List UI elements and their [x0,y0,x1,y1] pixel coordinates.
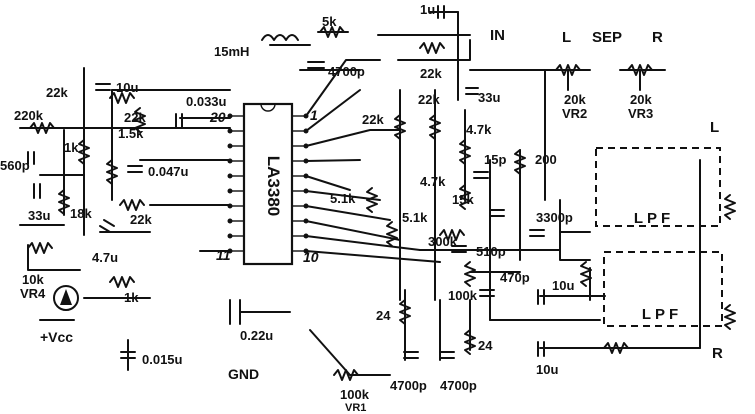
value-22k-top: 22k [420,66,442,81]
value-5k: 5k [322,14,337,29]
value-15mh: 15mH [214,44,249,59]
value-33u-right: 33u [478,90,500,105]
circuit-traces [19,11,701,376]
ic-pin-10: 10 [303,249,319,265]
value-22k-left: 22k [46,85,68,100]
lpf-lower-label: LPF [642,306,682,323]
value-4-7k-b: 4.7k [420,174,446,189]
vr4-meter-icon [53,285,79,311]
control-labels: VR1 VR2 VR3 VR4 [20,106,653,414]
value-560p: 560p [0,158,30,173]
vr4-label: VR4 [20,286,46,301]
left-channel-label: L [562,29,571,46]
value-1k-a: 1k [64,140,79,155]
value-4700p-b2: 4700p [440,378,477,393]
ic-pin-11: 11 [216,247,231,263]
value-33u-left: 33u [28,208,50,223]
value-24-b: 24 [478,338,493,353]
value-510p: 510p [476,244,506,259]
value-100k-vr1: 100k [340,387,370,402]
ic-right-pins [292,115,306,252]
value-1-5k: 1.5k [118,126,144,141]
lpf-block-lower: LPF [603,251,723,327]
value-22k-l3: 22k [130,212,152,227]
value-300k: 300k [428,234,458,249]
value-0-015u: 0.015u [142,352,183,367]
value-24-a: 24 [376,308,391,323]
ic-part-number: LA3380 [264,156,283,216]
value-15p: 15p [484,152,506,167]
value-15k: 15k [452,192,474,207]
signal-labels: IN L SEP R L R GND +Vcc [40,27,723,382]
right-output-label: R [712,345,723,362]
value-22k-l2: 22k [124,110,146,125]
value-1k-b: 1k [124,290,139,305]
value-10u-a: 10u [552,278,574,293]
value-100k: 100k [448,288,478,303]
ground-label: GND [228,366,259,382]
value-22k-mid: 22k [418,92,440,107]
input-label: IN [490,27,505,44]
value-4-7u: 4.7u [92,250,118,265]
value-200: 200 [535,152,557,167]
inductor-coil [261,34,299,41]
ic-la3380: LA3380 20 1 11 10 [209,102,319,266]
value-10u-left: 10u [116,80,138,95]
ic-left-pins [230,115,244,252]
value-0-033u: 0.033u [186,94,227,109]
vr1-label: VR1 [345,402,366,414]
value-10u-b: 10u [536,362,558,377]
value-20k-vr2: 20k [564,92,586,107]
value-10k: 10k [22,272,44,287]
value-5-1k-a: 5.1k [330,191,356,206]
value-1u-top: 1u [420,2,435,17]
value-470p: 470p [500,270,530,285]
value-0-047u: 0.047u [148,164,189,179]
component-values: 1u 5k 15mH 4700p 22k 33u 22k 4.7k 22k 4.… [0,2,652,402]
value-22k-col: 22k [362,112,384,127]
value-20k-vr3: 20k [630,92,652,107]
ic-pin-1: 1 [310,107,318,123]
value-4700p-top: 4700p [328,64,365,79]
right-channel-label: R [652,29,663,46]
separation-label: SEP [592,29,622,46]
lpf-block-upper: LPF [595,147,721,227]
value-18k: 18k [70,206,92,221]
supply-label: +Vcc [40,329,73,345]
lpf-upper-label: LPF [634,210,674,227]
left-output-label: L [710,119,719,136]
vr2-label: VR2 [562,106,587,121]
value-0-22u: 0.22u [240,328,273,343]
value-4700p-b1: 4700p [390,378,427,393]
vr3-label: VR3 [628,106,653,121]
value-220k: 220k [14,108,44,123]
value-3300p: 3300p [536,210,573,225]
resistor-symbols [27,26,736,381]
capacitor-symbols [27,5,545,359]
value-5-1k-b: 5.1k [402,210,428,225]
value-4-7k-a: 4.7k [466,122,492,137]
